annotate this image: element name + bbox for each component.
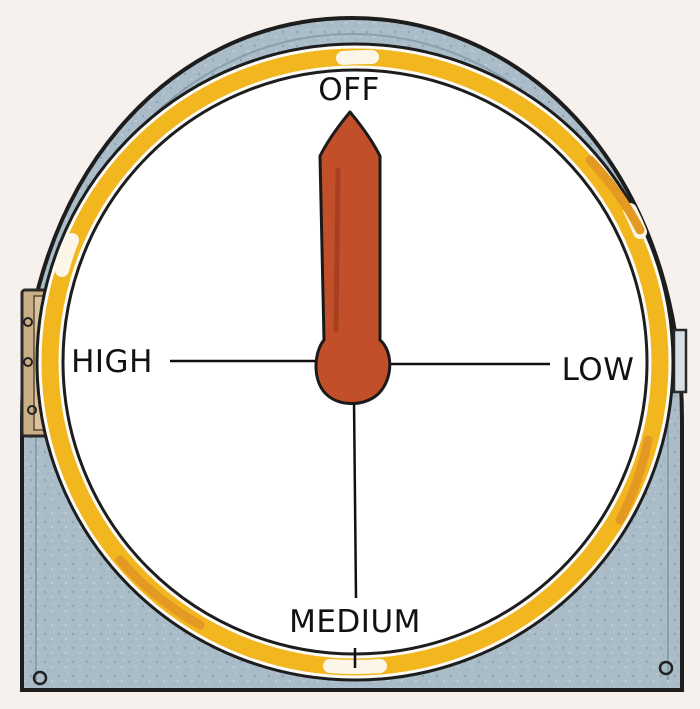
base-screw-icon	[32, 670, 48, 686]
label-low[interactable]: LOW	[562, 352, 635, 388]
bracket-screw-icon	[23, 317, 33, 327]
label-medium[interactable]: MEDIUM	[289, 604, 421, 640]
base-screw-icon	[658, 660, 674, 676]
bracket-screw-icon	[23, 357, 33, 367]
pointer-shading	[333, 167, 341, 333]
rim-shading	[115, 155, 653, 630]
right-bracket	[672, 328, 688, 394]
bracket-screw-icon	[27, 405, 37, 415]
dial-pointer[interactable]	[314, 110, 392, 406]
label-high[interactable]: HIGH	[71, 344, 153, 380]
guide-line-bottom	[352, 399, 358, 599]
label-off[interactable]: OFF	[318, 72, 380, 108]
